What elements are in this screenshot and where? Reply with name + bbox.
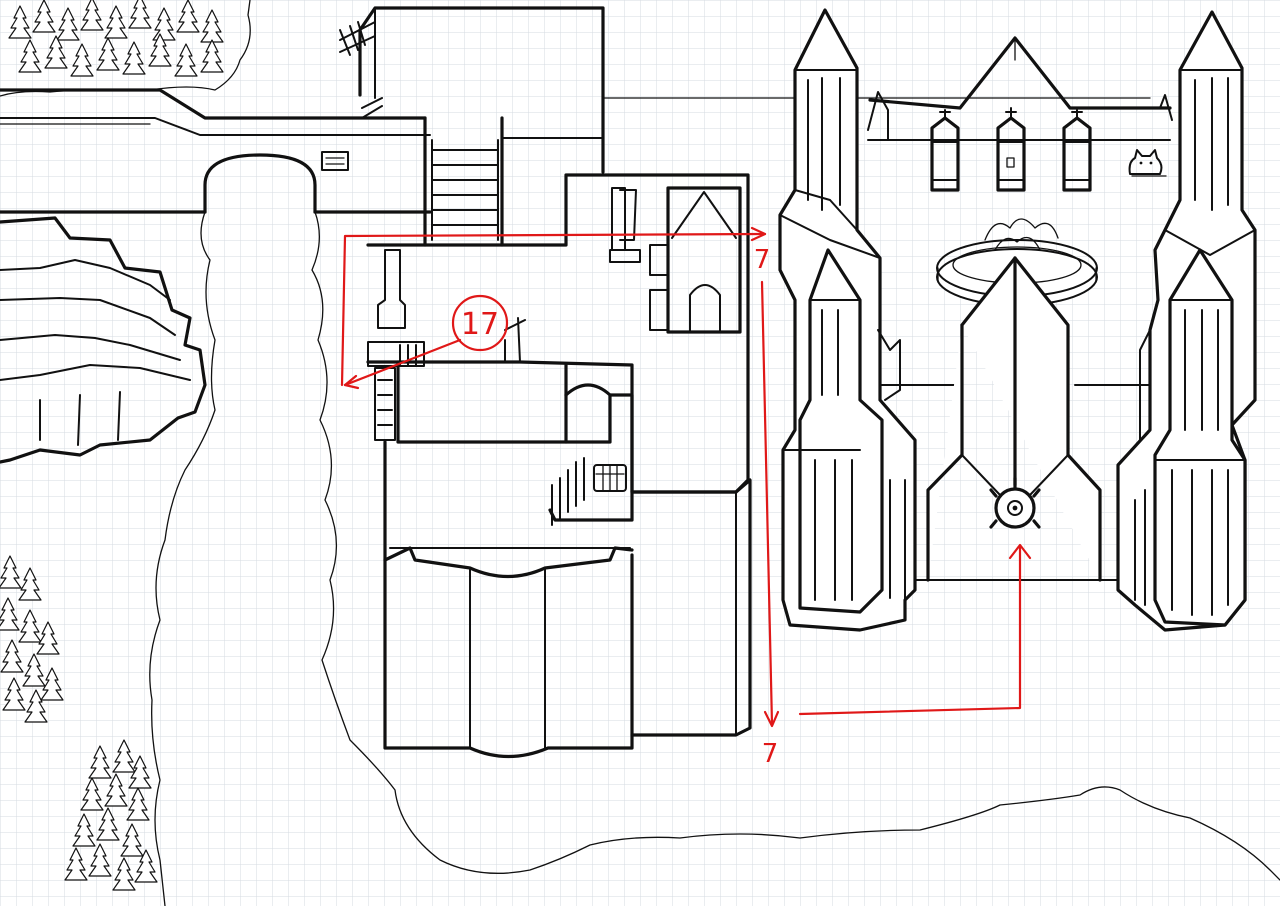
route-label-bottom: 7 <box>762 739 779 769</box>
west-wall <box>0 88 432 214</box>
terrace-staircase <box>551 457 585 526</box>
tower-window-icon <box>1062 109 1092 192</box>
central-keep <box>366 173 752 759</box>
tower-window-icon <box>930 109 960 192</box>
room-marker-17[interactable]: 17 <box>451 294 509 352</box>
gate-valve-icon <box>989 476 1041 529</box>
route-arrow-to-stairs <box>343 338 462 387</box>
route-path-south <box>798 545 1022 716</box>
left-tower <box>778 8 917 632</box>
river-banks <box>149 211 1280 906</box>
room-marker-label: 17 <box>461 307 499 342</box>
tower-window-icon <box>996 107 1026 192</box>
wall-sign <box>321 151 349 171</box>
west-cliff <box>0 216 207 464</box>
route-path-north <box>340 232 767 387</box>
right-tower <box>1116 10 1257 632</box>
wall-archway <box>203 153 317 214</box>
route-overlay: 17 7 7 <box>340 226 1032 769</box>
north-staircase <box>431 139 499 241</box>
route-label-top: 7 <box>754 245 771 275</box>
cat-icon <box>1128 149 1167 177</box>
cathedral <box>778 8 1257 632</box>
north-gatehouse <box>339 6 1151 247</box>
northwest-forest <box>0 0 251 97</box>
treasure-chest-icon <box>593 464 627 492</box>
route-path-east <box>760 280 774 726</box>
